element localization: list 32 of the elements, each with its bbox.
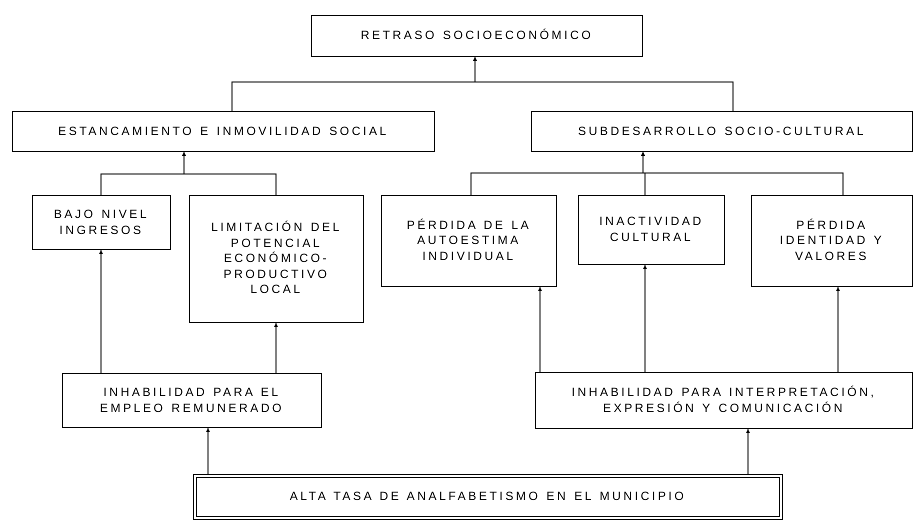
box-label: ALTA TASA DE ANALFABETISMO EN EL MUNICIPIO <box>290 489 686 505</box>
cause-box <box>531 111 913 152</box>
arrow <box>206 428 210 474</box>
box-label: BAJO NIVEL INGRESOS <box>52 206 150 238</box>
box-label: INACTIVIDAD CULTURAL <box>598 214 705 246</box>
arrow <box>538 286 542 372</box>
cause-box <box>32 195 171 250</box>
cause-box <box>311 15 643 57</box>
box-label: ESTANCAMIENTO E INMOVILIDAD SOCIAL <box>58 124 389 140</box>
box-label: PÉRDIDA DE LA AUTOESTIMA INDIVIDUAL <box>406 218 532 264</box>
arrow <box>643 264 647 372</box>
arrow <box>99 250 103 374</box>
cause-box <box>12 111 435 152</box>
box-label: INHABILIDAD PARA EL EMPLEO REMUNERADO <box>98 384 286 416</box>
arrow <box>473 56 734 112</box>
arrow <box>182 152 276 196</box>
arrow <box>641 152 844 196</box>
arrow <box>836 286 840 372</box>
box-label: INHABILIDAD PARA INTERPRETACIÓN, EXPRESIÓN Y COMUNICACIÓN <box>570 384 878 416</box>
box-label: PÉRDIDA IDENTIDAD Y VALORES <box>778 218 886 264</box>
cause-box <box>193 474 783 520</box>
box-label: LIMITACIÓN DEL POTENCIAL ECONÓMICO-PRODUCTIVO LOCAL <box>210 220 343 298</box>
cause-box <box>62 373 322 428</box>
cause-box <box>189 195 364 323</box>
arrow <box>746 428 750 474</box>
cause-box <box>578 195 725 265</box>
box-label: SUBDESARROLLO SOCIO-CULTURAL <box>578 124 866 140</box>
cause-box <box>535 372 913 429</box>
cause-box <box>751 195 913 287</box>
arrow <box>274 322 278 374</box>
box-label: RETRASO SOCIOECONÓMICO <box>360 28 594 44</box>
cause-box <box>381 195 557 287</box>
